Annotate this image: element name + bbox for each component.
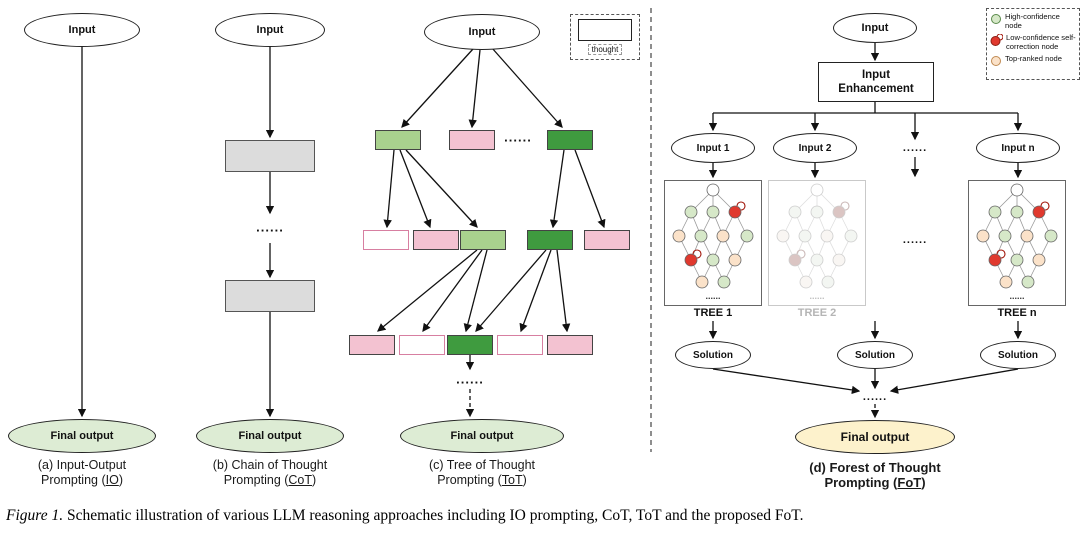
io-caption-abbr: IO xyxy=(105,473,119,487)
fot-legend: High-confidence node Low-confidence self… xyxy=(986,8,1080,80)
legend-low-confidence-label: Low-confidence self-correction node xyxy=(1006,33,1076,52)
fot-final-output-node: Final output xyxy=(795,420,955,454)
cot-thought-box-2 xyxy=(225,280,315,312)
tree-2-label: TREE 2 xyxy=(797,307,837,319)
svg-text:......: ...... xyxy=(705,291,720,301)
tot-caption-abbr: ToT xyxy=(501,473,523,487)
io-caption-prefix: Prompting ( xyxy=(41,473,106,487)
tot-thought-l3-darkgreen xyxy=(447,335,493,355)
io-input-node: Input xyxy=(24,13,140,47)
figure-caption-label: Figure 1. xyxy=(6,507,64,524)
io-caption: (a) Input-Output Prompting (IO) xyxy=(0,458,182,488)
low-confidence-node-icon xyxy=(990,34,1003,47)
tot-final-output-node: Final output xyxy=(400,419,564,453)
fot-caption-abbr: FoT xyxy=(897,475,922,490)
tot-thought-l3-white-1 xyxy=(399,335,445,355)
tot-caption-prefix: Prompting ( xyxy=(437,473,502,487)
high-confidence-node-icon xyxy=(991,14,1001,24)
cot-caption-abbr: CoT xyxy=(288,473,313,487)
fot-inputs-ellipsis: ...... xyxy=(902,142,928,154)
solution-1-node: Solution xyxy=(675,341,751,369)
cot-caption: (b) Chain of Thought Prompting (CoT) xyxy=(170,458,370,488)
tot-thought-l3-pink-1 xyxy=(349,335,395,355)
fot-trees-ellipsis: ...... xyxy=(902,234,928,246)
svg-text:......: ...... xyxy=(809,291,824,301)
cot-caption-prefix: Prompting ( xyxy=(223,473,289,487)
tot-thought-l2-lightgreen xyxy=(460,230,506,250)
tree-2-graph: ...... xyxy=(776,183,858,301)
tot-thought-l1-darkgreen xyxy=(547,130,593,150)
top-ranked-node-icon xyxy=(991,56,1001,67)
tot-caption-line1: (c) Tree of Thought xyxy=(428,458,536,472)
tree-1-box: ...... xyxy=(664,180,762,306)
cot-thought-box-1 xyxy=(225,140,315,172)
tree-n-graph: ...... xyxy=(976,183,1058,301)
legend-row-top-ranked: Top-ranked node xyxy=(990,54,1076,67)
cot-caption-close: ) xyxy=(312,473,317,487)
tot-thought-l2-darkgreen xyxy=(527,230,573,250)
fot-caption-close: ) xyxy=(921,475,926,490)
tot-input-node: Input xyxy=(424,14,540,50)
io-caption-close: ) xyxy=(118,473,123,487)
tot-thought-l1-pink xyxy=(449,130,495,150)
fot-caption-line1: (d) Forest of Thought xyxy=(809,460,941,475)
tot-thought-l3-white-2 xyxy=(497,335,543,355)
fot-input-node: Input xyxy=(833,13,917,43)
fot-solutions-ellipsis: ...... xyxy=(862,391,888,403)
fot-input-n-node: Input n xyxy=(976,133,1060,163)
legend-row-high-confidence: High-confidence node xyxy=(990,12,1076,30)
tot-thought-l1-lightgreen xyxy=(375,130,421,150)
fot-input-2-node: Input 2 xyxy=(773,133,857,163)
tot-thought-l2-pink-1 xyxy=(413,230,459,250)
legend-row-low-confidence: Low-confidence self-correction node xyxy=(990,33,1076,51)
cot-final-output-node: Final output xyxy=(196,419,344,453)
thought-legend-label: thought xyxy=(587,44,623,55)
tree-1-graph: ...... xyxy=(672,183,754,301)
tree-n-label: TREE n xyxy=(997,307,1037,319)
tot-thought-l2-white-1 xyxy=(363,230,409,250)
figure-caption: Figure 1. Schematic illustration of vari… xyxy=(6,507,1074,525)
tree-2-box: ...... xyxy=(768,180,866,306)
cot-caption-line1: (b) Chain of Thought xyxy=(212,458,328,472)
tot-thought-l2-pink-2 xyxy=(584,230,630,250)
input-enhancement-box: Input Enhancement xyxy=(818,62,934,102)
tot-thought-l3-pink-2 xyxy=(547,335,593,355)
solution-2-node: Solution xyxy=(837,341,913,369)
tot-legend: thought xyxy=(570,14,640,60)
cot-ellipsis: ...... xyxy=(256,219,284,235)
tot-caption: (c) Tree of Thought Prompting (ToT) xyxy=(382,458,582,488)
tree-1-label: TREE 1 xyxy=(693,307,733,319)
fot-caption-prefix: Prompting ( xyxy=(824,475,898,490)
figure-caption-text: Schematic illustration of various LLM re… xyxy=(63,507,804,524)
input-enhancement-line2: Enhancement xyxy=(838,83,914,95)
tree-n-box: ...... xyxy=(968,180,1066,306)
legend-high-confidence-label: High-confidence node xyxy=(1005,12,1060,31)
legend-top-ranked-label: Top-ranked node xyxy=(1005,54,1062,64)
io-final-output-node: Final output xyxy=(8,419,156,453)
input-enhancement-line1: Input xyxy=(861,68,891,81)
svg-text:......: ...... xyxy=(1009,291,1024,301)
tot-l1-ellipsis: ...... xyxy=(504,129,532,145)
fot-caption: (d) Forest of Thought Prompting (FoT) xyxy=(775,460,975,490)
thought-box-icon xyxy=(578,19,632,41)
tot-caption-close: ) xyxy=(522,473,527,487)
tot-bottom-ellipsis: ...... xyxy=(456,371,484,387)
cot-input-node: Input xyxy=(215,13,325,47)
solution-n-node: Solution xyxy=(980,341,1056,369)
io-caption-line1: (a) Input-Output xyxy=(37,458,127,472)
fot-input-1-node: Input 1 xyxy=(671,133,755,163)
